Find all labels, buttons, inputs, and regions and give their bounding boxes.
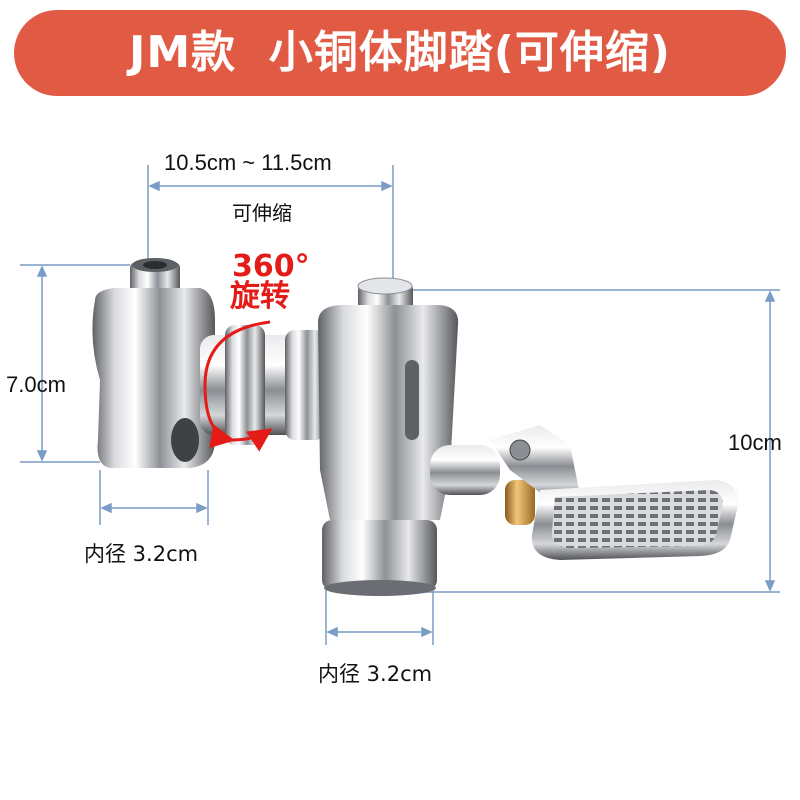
inlet-valve: [92, 258, 215, 468]
width-range-label: 10.5cm ~ 11.5cm: [164, 150, 332, 175]
width-adjustable-label: 可伸缩: [232, 201, 292, 225]
bottom-inner-diameter-label: 内径 3.2cm: [318, 662, 433, 686]
dimension-lines: [20, 165, 780, 645]
left-inner-diameter-label: 内径 3.2cm: [84, 542, 199, 566]
rotation-arrow: [203, 320, 273, 452]
total-height-label: 10cm: [728, 430, 782, 455]
rotation-degrees-label: 360°: [232, 249, 310, 284]
connector-pipe: [200, 325, 330, 445]
title-banner: JM款 小铜体脚踏(可伸缩): [14, 10, 786, 96]
main-valve-body: [318, 277, 500, 596]
foot-pedal: [490, 425, 739, 560]
left-height-label: 7.0cm: [6, 372, 66, 397]
rotation-text-label: 旋转: [230, 279, 290, 314]
